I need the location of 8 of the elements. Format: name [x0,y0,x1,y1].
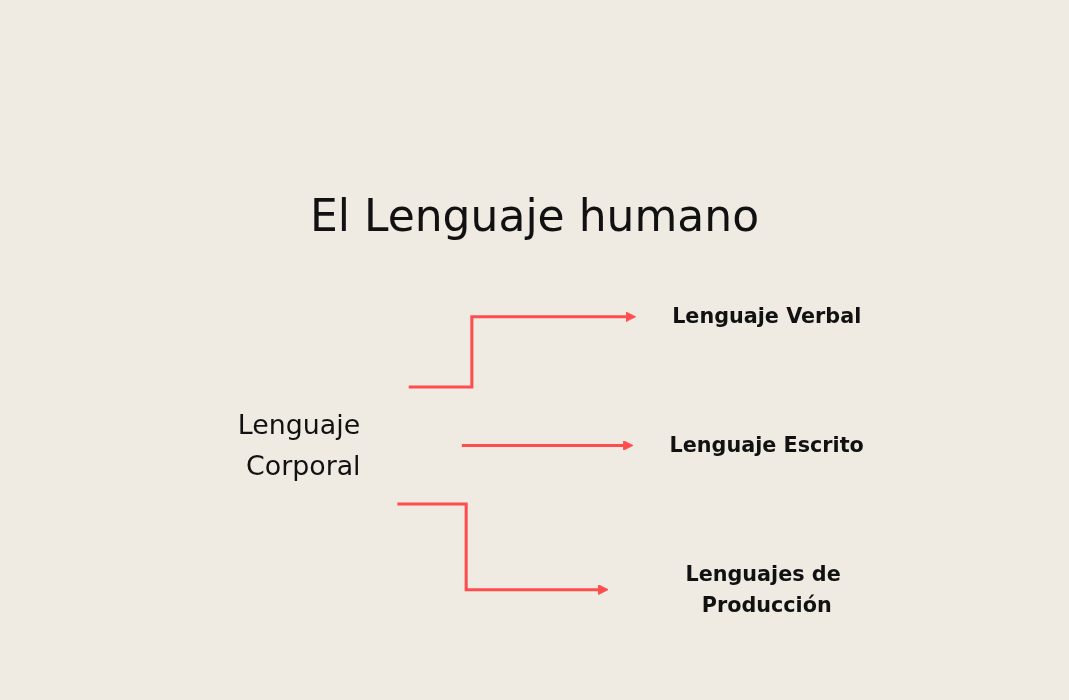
node-text: Lenguaje Verbal [671,303,861,329]
arrow [408,311,636,389]
arrow [396,502,609,595]
diagram-title: El Lenguaje humano [309,190,760,241]
arrow [461,440,633,451]
node-text: Lenguaje Corporal [237,410,361,481]
node-text: Lenguaje Escrito [669,432,864,457]
node-text: Lenguajes de Producción [684,561,841,617]
